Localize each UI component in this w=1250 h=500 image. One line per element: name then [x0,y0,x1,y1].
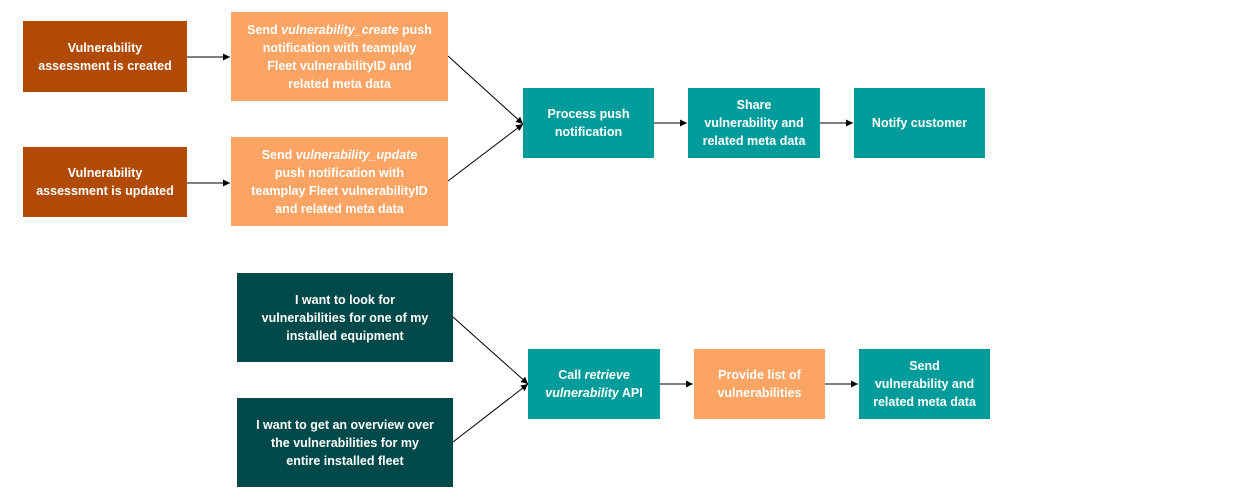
node-overview-vulnerabilities: I want to get an overview over the vulne… [237,398,453,487]
label-line: Vulnerability [67,166,143,180]
node-process-push-notification: Process push notification [523,88,654,158]
label-line: vulnerabilities for one of my [261,310,429,325]
label-line: Notify customer [871,116,968,130]
label-line: assessment is updated [36,184,174,198]
node-send-create-notification: Send vulnerability_create push notificat… [231,12,448,101]
node-look-for-vulnerabilities: I want to look for vulnerabilities for o… [237,273,453,362]
label-emphasis: vulnerability [545,386,619,400]
edge-send-update-to-process [447,123,524,182]
node-send-update-notification: Send vulnerability_update push notificat… [231,137,448,226]
label-line: push notification with [274,165,405,180]
label-line: installed equipment [286,328,404,343]
label-line: Send [909,359,940,373]
node-share-vulnerability: Share vulnerability and related meta dat… [688,88,820,158]
node-assessment-updated: Vulnerability assessment is updated [23,147,187,217]
label-line: related meta data [288,76,391,91]
label-line: related meta data [873,395,976,409]
node-call-retrieve-api: Call retrieve vulnerability API [528,349,660,419]
label-line: vulnerabilities [717,386,802,400]
label-emphasis: retrieve [584,368,630,382]
label-text: Send [247,22,282,37]
label-line: and related meta data [275,201,404,216]
label-emphasis: vulnerability_create [281,22,399,37]
label-line: Vulnerability [67,40,143,55]
node-provide-list: Provide list of vulnerabilities [694,349,825,419]
label-line: Fleet vulnerabilityID and [267,58,412,73]
label-line: vulnerability and [874,377,975,391]
label-text: API [618,386,643,400]
label-line: notification [554,125,623,139]
edge-look-to-call [452,316,529,385]
label-line: I want to look for [294,292,395,307]
label-line: I want to get an overview over [256,417,434,432]
label-emphasis: vulnerability_update [295,147,418,162]
label-line: Provide list of [718,368,801,382]
label-line: the vulnerabilities for my [271,435,419,450]
label-line: notification with teamplay [262,40,417,55]
label-line: related meta data [702,134,806,148]
label-line: teamplay Fleet vulnerabilityID [251,183,428,198]
label-text: Send [261,147,296,162]
label-line: entire installed fleet [286,453,404,468]
node-assessment-created: Vulnerability assessment is created [23,21,187,92]
label-text: Call [558,368,585,382]
edge-overview-to-call [452,383,529,443]
label-text: push [398,22,432,37]
node-send-vulnerability: Send vulnerability and related meta data [859,349,990,419]
label-line: Process push [547,107,630,121]
node-notify-customer: Notify customer [854,88,985,158]
edge-send-create-to-process [447,55,524,125]
label-line: assessment is created [38,58,172,73]
label-line: Share [736,98,772,112]
label-line: vulnerability and [704,116,804,130]
